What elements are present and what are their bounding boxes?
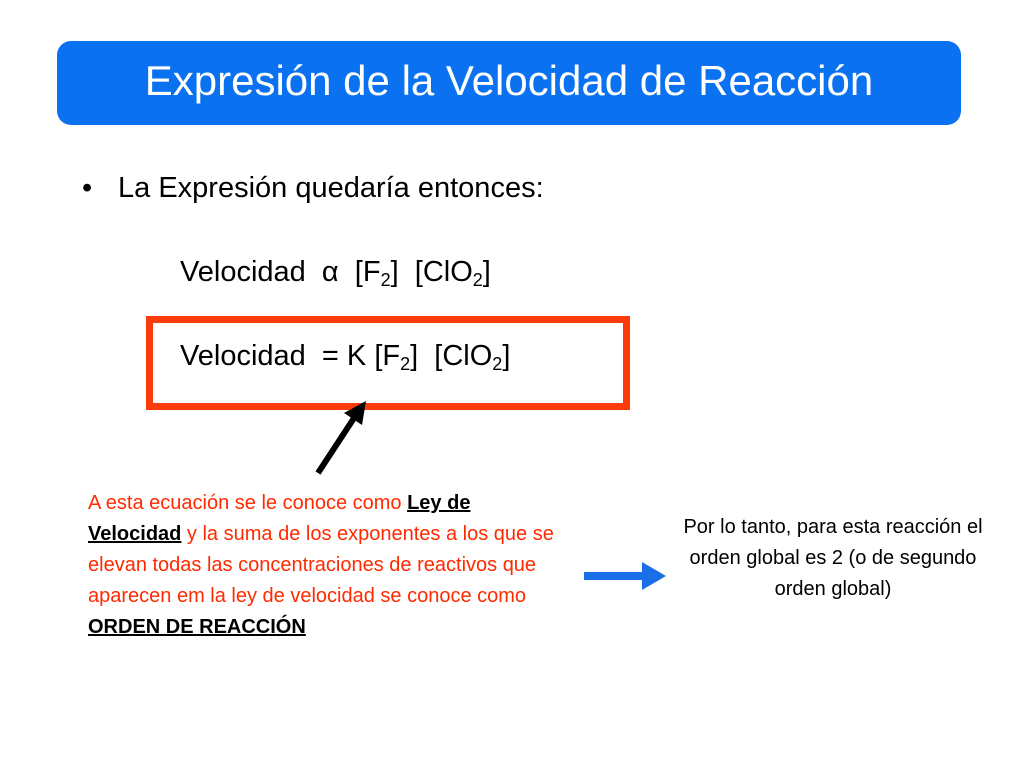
term-f2-open: [F xyxy=(374,340,401,372)
term-f2-close: ] xyxy=(390,256,399,288)
rate-law-note: A esta ecuación se le conoce como Ley de… xyxy=(88,488,564,643)
proportional-symbol: α xyxy=(321,256,339,288)
right-arrow-icon xyxy=(584,562,666,590)
term-f2-close: ] xyxy=(410,340,419,372)
highlight-box xyxy=(146,316,630,410)
term-clo2-open: [ClO xyxy=(434,340,493,372)
diagonal-arrow-icon xyxy=(315,401,366,475)
rate-law-formula: Velocidad = K [F2] [ClO2] xyxy=(180,340,510,375)
bullet-item: • La Expresión quedaría entonces: xyxy=(82,172,544,205)
note-emphasis-orden-de-reaccion: ORDEN DE REACCIÓN xyxy=(88,616,306,638)
title-banner: Expresión de la Velocidad de Reacción xyxy=(57,41,961,125)
conclusion-note: Por lo tanto, para esta reacción el orde… xyxy=(683,516,983,600)
term-clo2-sub: 2 xyxy=(492,354,503,374)
slide-title: Expresión de la Velocidad de Reacción xyxy=(144,57,874,104)
bullet-symbol: • xyxy=(82,172,93,204)
term-clo2-open: [ClO xyxy=(414,256,473,288)
term-f2-open: [F xyxy=(354,256,381,288)
term-clo2-close: ] xyxy=(502,340,511,372)
equals-k: = K xyxy=(321,340,367,372)
term-f2-sub: 2 xyxy=(400,354,411,374)
bullet-text: La Expresión quedaría entonces: xyxy=(118,172,544,204)
note-part-1: A esta ecuación se le conoce como xyxy=(88,492,408,514)
term-clo2-close: ] xyxy=(482,256,491,288)
formula-lhs: Velocidad xyxy=(180,256,306,288)
term-clo2-sub: 2 xyxy=(472,270,483,290)
formula-lhs: Velocidad xyxy=(180,340,306,372)
term-f2-sub: 2 xyxy=(380,270,391,290)
note-emphasis-ley-de-velocidad: Ley de Velocidad xyxy=(88,492,471,545)
proportional-formula: Velocidad α [F2] [ClO2] xyxy=(180,256,491,291)
note-part-2: y la suma de los exponentes a los que se… xyxy=(88,523,554,607)
